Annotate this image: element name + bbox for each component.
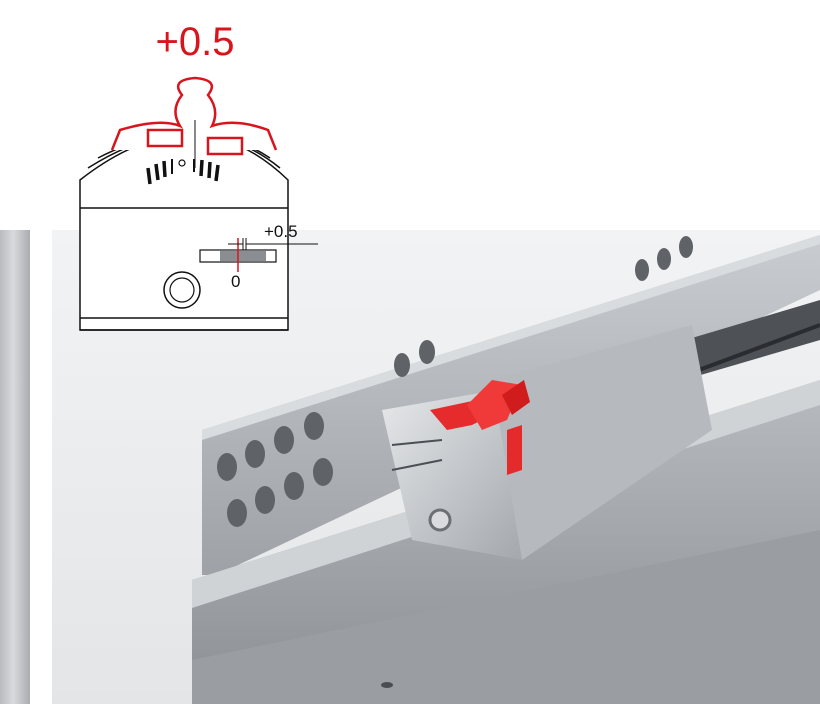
dial-scale bbox=[146, 159, 220, 185]
adjustment-value-label: +0.5 bbox=[155, 20, 235, 64]
left-cropped-photo bbox=[0, 230, 30, 704]
lever-outline-red bbox=[110, 76, 278, 156]
adjustment-diagram: +0.5 +0.5 0 bbox=[70, 0, 330, 345]
adjustment-screw bbox=[428, 508, 452, 532]
screw-hole-inner bbox=[169, 277, 195, 303]
scale-zero-label: 0 bbox=[231, 272, 241, 291]
drawer-runner-photo bbox=[52, 230, 820, 704]
coupling-housing bbox=[382, 325, 712, 560]
red-adjustment-lever bbox=[430, 380, 530, 475]
scale-plus-label: +0.5 bbox=[264, 222, 298, 241]
slider-scale bbox=[199, 238, 318, 272]
